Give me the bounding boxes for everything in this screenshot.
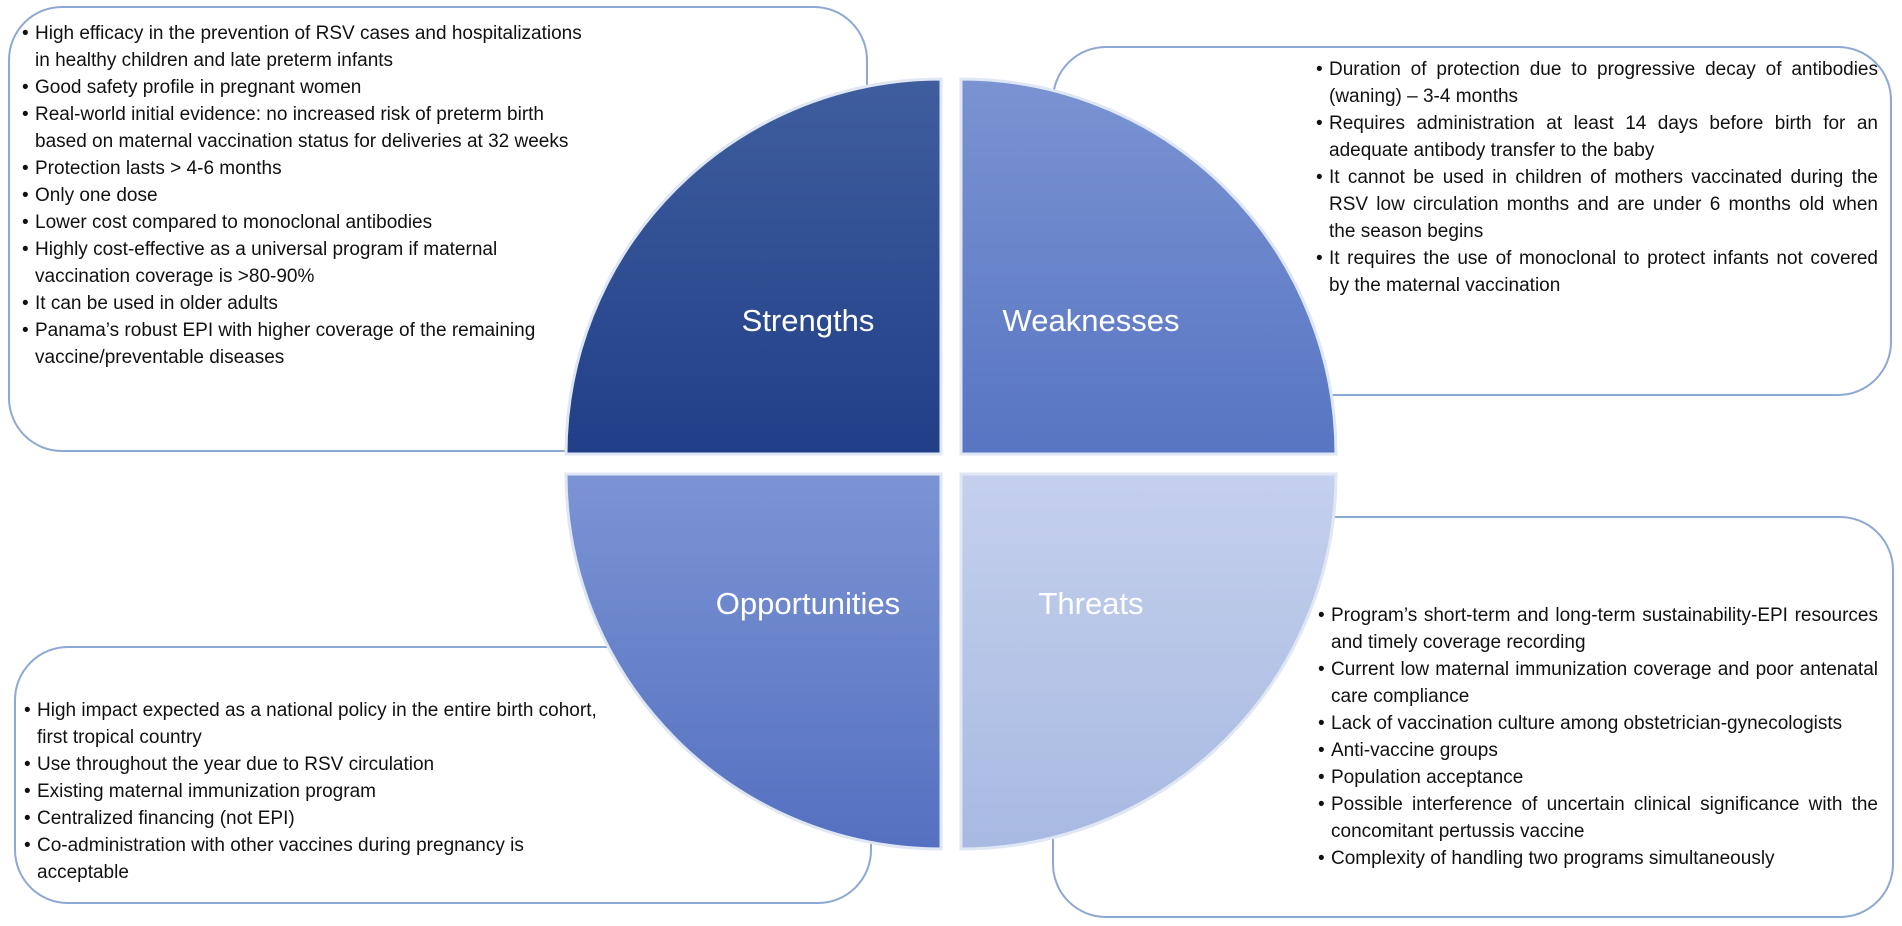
list-item: Use throughout the year due to RSV circu… [24, 751, 604, 778]
opportunities-list: High impact expected as a national polic… [24, 697, 604, 886]
list-item: Complexity of handling two programs simu… [1318, 845, 1878, 872]
list-item: Anti-vaccine groups [1318, 737, 1878, 764]
list-item: Population acceptance [1318, 764, 1878, 791]
list-item: High efficacy in the prevention of RSV c… [22, 20, 592, 74]
list-item: It requires the use of monoclonal to pro… [1316, 245, 1878, 299]
list-item: Duration of protection due to progressiv… [1316, 56, 1878, 110]
list-item: Only one dose [22, 182, 592, 209]
list-item: Good safety profile in pregnant women [22, 74, 592, 101]
threats-list: Program’s short-term and long-term susta… [1318, 602, 1878, 872]
list-item: Lower cost compared to monoclonal antibo… [22, 209, 592, 236]
list-item: Real-world initial evidence: no increase… [22, 101, 592, 155]
list-item: Existing maternal immunization program [24, 778, 604, 805]
strengths-list: High efficacy in the prevention of RSV c… [22, 20, 592, 371]
list-item: Co-administration with other vaccines du… [24, 832, 604, 886]
list-item: Current low maternal immunization covera… [1318, 656, 1878, 710]
list-item: Centralized financing (not EPI) [24, 805, 604, 832]
list-item: High impact expected as a national polic… [24, 697, 604, 751]
opportunities-label: Opportunities [716, 586, 900, 621]
list-item: Requires administration at least 14 days… [1316, 110, 1878, 164]
list-item: Highly cost-effective as a universal pro… [22, 236, 592, 290]
list-item: Lack of vaccination culture among obstet… [1318, 710, 1878, 737]
list-item: Program’s short-term and long-term susta… [1318, 602, 1878, 656]
list-item: It cannot be used in children of mothers… [1316, 164, 1878, 245]
list-item: Possible interference of uncertain clini… [1318, 791, 1878, 845]
list-item: It can be used in older adults [22, 290, 592, 317]
list-item: Protection lasts > 4-6 months [22, 155, 592, 182]
weaknesses-list: Duration of protection due to progressiv… [1316, 56, 1878, 299]
list-item: Panama’s robust EPI with higher coverage… [22, 317, 592, 371]
